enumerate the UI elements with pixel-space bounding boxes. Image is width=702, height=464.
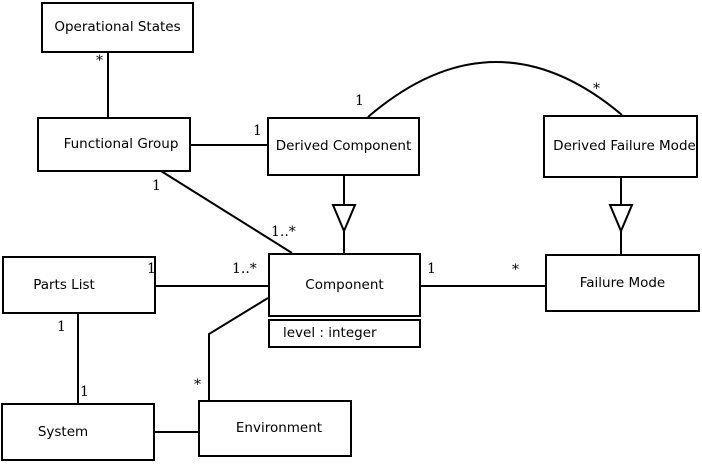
generalization-triangle-icon (331, 204, 357, 234)
class-name-system: System (37, 423, 89, 440)
multiplicity-parts-list-many: 1..* (232, 261, 257, 277)
class-name-environment: Environment (235, 420, 323, 437)
class-name-derived-failure-mode: Derived Failure Mode (553, 138, 696, 155)
multiplicity-parts-list-one: 1 (147, 261, 156, 277)
multiplicity-arc-derived-component: 1 (355, 93, 364, 109)
class-box-parts-list: Parts List (2, 256, 156, 314)
class-box-derived-component: Derived Component (267, 117, 420, 176)
class-box-system: System (1, 403, 155, 461)
multiplicity-failure-mode-star: * (512, 262, 519, 278)
multiplicity-parts-list-system-upper: 1 (57, 319, 66, 335)
class-box-failure-mode: Failure Mode (545, 254, 700, 312)
multiplicity-parts-list-system-lower: 1 (80, 384, 89, 400)
class-name-failure-mode: Failure Mode (579, 274, 666, 291)
multiplicity-derived-component-left: 1 (253, 123, 262, 139)
class-name-operational-states: Operational States (54, 19, 181, 36)
edge-derived-component-derived-failure-mode-arc (367, 61, 623, 118)
class-box-operational-states: Operational States (41, 2, 194, 53)
class-box-environment: Environment (198, 400, 352, 457)
class-box-derived-failure-mode: Derived Failure Mode (543, 115, 698, 178)
class-attribute-box-component: level : integer (268, 319, 421, 348)
attribute-component-level: level : integer (283, 325, 377, 342)
class-box-component: Component (268, 253, 421, 317)
multiplicity-operational-states: * (96, 53, 103, 69)
class-name-derived-component: Derived Component (275, 138, 412, 155)
multiplicity-environment-star: * (194, 377, 201, 393)
multiplicity-component-one: 1 (427, 261, 436, 277)
class-name-component: Component (305, 276, 384, 293)
generalization-triangle-icon (608, 204, 634, 234)
multiplicity-arc-derived-failure-mode: * (593, 81, 600, 97)
edge-environment-component (208, 297, 269, 400)
multiplicity-functional-group-one: 1 (152, 178, 161, 194)
class-name-functional-group: Functional Group (63, 136, 179, 153)
class-box-functional-group: Functional Group (37, 117, 191, 172)
class-name-parts-list: Parts List (33, 276, 95, 293)
edge-functional-group-component (160, 170, 293, 254)
multiplicity-functional-group-many: 1..* (271, 224, 296, 240)
